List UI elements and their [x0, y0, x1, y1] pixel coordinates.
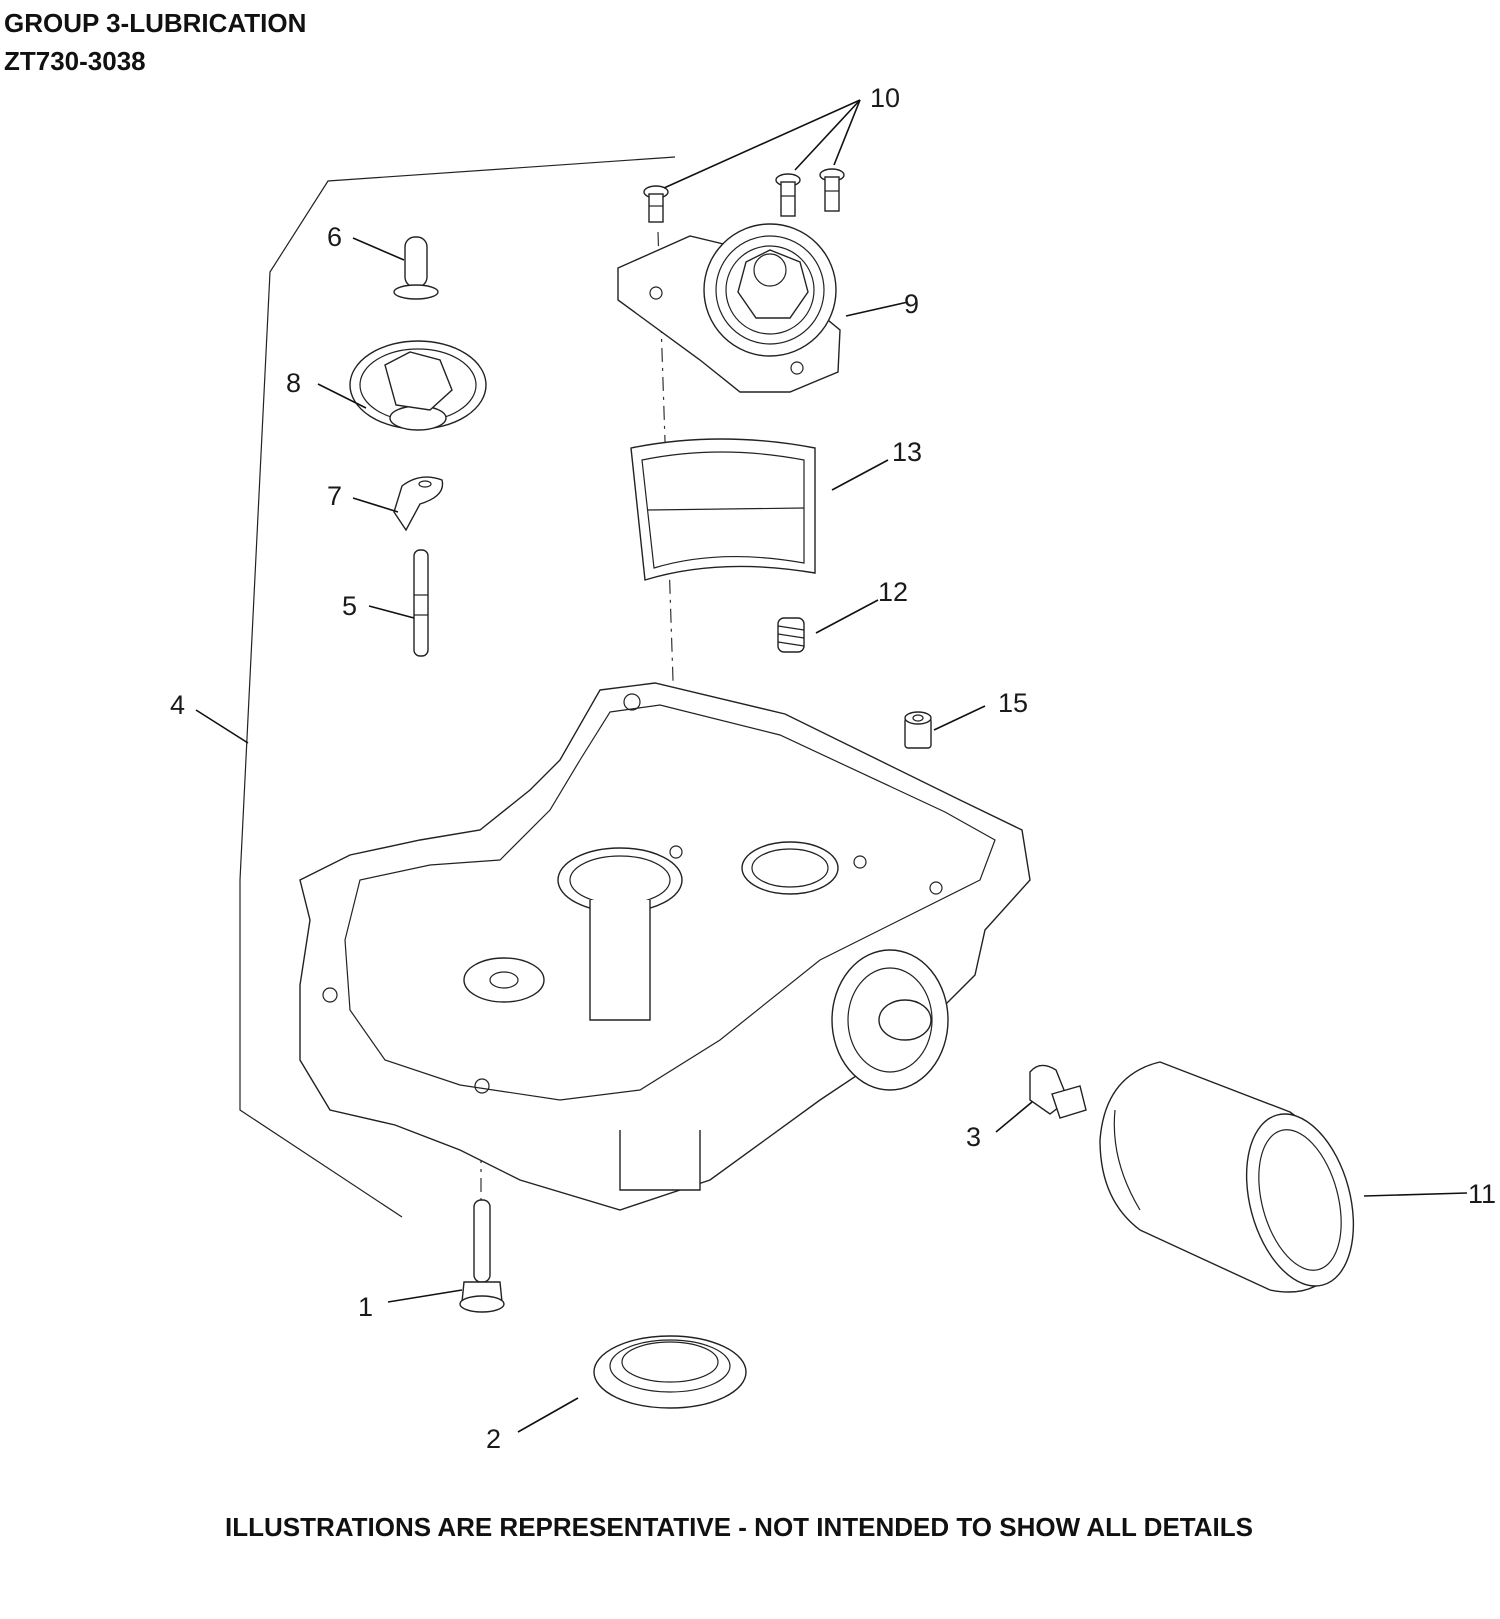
callout-6: 6 — [327, 222, 342, 252]
callout-12: 12 — [878, 577, 908, 607]
bolt-part-1[interactable] — [459, 1199, 505, 1313]
callout-10: 10 — [870, 83, 900, 113]
callout-13: 13 — [892, 437, 922, 467]
oil-filter-part-11[interactable] — [1099, 1061, 1371, 1298]
shaft-part-5[interactable] — [413, 549, 429, 657]
callout-7: 7 — [327, 481, 342, 511]
callout-11: 11 — [1468, 1179, 1496, 1209]
callout-2: 2 — [486, 1424, 501, 1454]
callout-3: 3 — [966, 1122, 981, 1152]
screen-part-13[interactable] — [630, 438, 816, 581]
callout-1: 1 — [358, 1292, 373, 1322]
oil-pump-part-9[interactable] — [617, 223, 841, 393]
callout-9: 9 — [904, 289, 919, 319]
plug-part-15[interactable] — [904, 711, 932, 749]
group-title: GROUP 3-LUBRICATION — [4, 8, 307, 38]
oil-pan-part-4[interactable] — [299, 682, 1031, 1211]
callout-15: 15 — [998, 688, 1028, 718]
pin-part-6[interactable] — [393, 236, 439, 300]
spring-part-12[interactable] — [777, 617, 805, 653]
callout-8: 8 — [286, 368, 301, 398]
seal-part-2[interactable] — [593, 1335, 747, 1409]
callout-5: 5 — [342, 591, 357, 621]
screw-part-10[interactable] — [643, 168, 845, 223]
callout-4: 4 — [170, 690, 185, 720]
callout-leaders — [195, 99, 1468, 1433]
disclaimer-text: ILLUSTRATIONS ARE REPRESENTATIVE - NOT I… — [225, 1512, 1253, 1542]
model-number: ZT730-3038 — [4, 46, 146, 76]
clip-part-7[interactable] — [393, 476, 444, 532]
fitting-part-3[interactable] — [1029, 1064, 1087, 1119]
governor-gear-part-8[interactable] — [349, 340, 487, 431]
group-4-bracket-line — [239, 156, 676, 1218]
